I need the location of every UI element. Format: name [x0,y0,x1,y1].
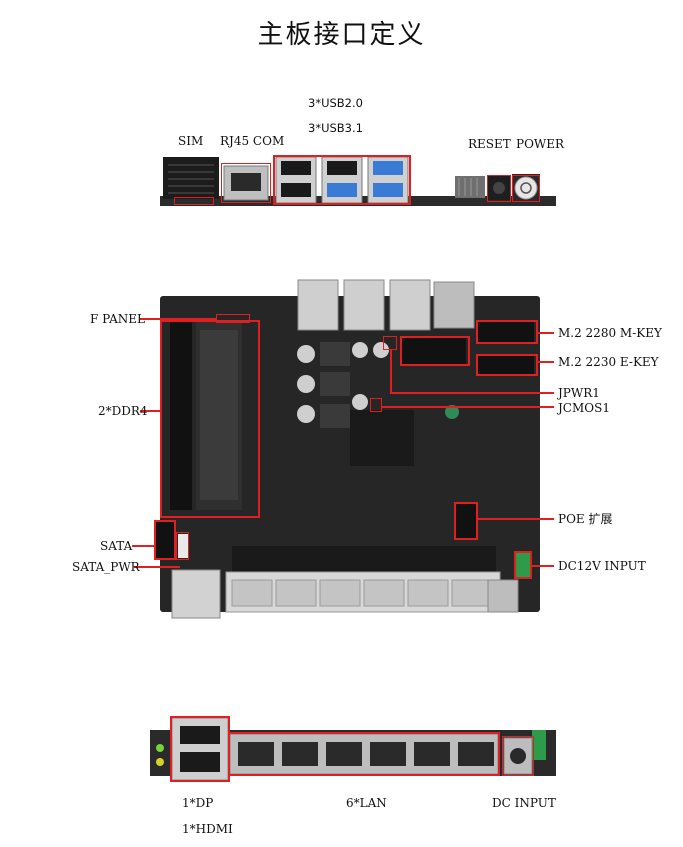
poe-leader [478,518,554,520]
ddr4-highlight [160,320,260,518]
usb-highlight [273,155,411,205]
sata-pwr-highlight [176,532,189,560]
jpwr1-highlight [383,336,397,350]
power-highlight [512,175,540,202]
jcmos1-label: JCMOS1 [558,401,610,415]
rj45-com-label: RJ45 COM [220,134,285,148]
sata-pwr-leader [134,566,180,568]
m2-2280-leader [538,332,554,334]
dc12v-leader [532,565,554,567]
m2-2230-leader [538,361,554,363]
m2-2230-label: M.2 2230 E-KEY [558,355,659,369]
power-label: POWER [516,137,565,151]
poe-label: POE 扩展 [558,512,613,526]
usb2-label: 3*USB2.0 [308,96,363,110]
mainboard-top-view [156,279,540,619]
top-io-panel [160,156,556,206]
dp-label: 1*DP [182,796,214,810]
dc-input-highlight [502,736,534,776]
rj45-highlight [221,163,271,203]
sata-highlight [154,520,176,560]
dc12v-label: DC12V INPUT [558,559,646,573]
sim-label: SIM [178,134,204,148]
reset-highlight [487,175,511,202]
jcmos1-highlight [370,398,382,412]
f-panel-leader [140,318,216,320]
f-panel-label: F PANEL [90,312,146,326]
m2-2280-highlight [476,320,538,344]
page-title: 主板接口定义 [257,20,426,50]
lan-highlight [228,732,500,776]
ddr4-leader [140,410,160,412]
usb3-label: 3*USB3.1 [308,121,363,135]
sata-leader [132,545,154,547]
jpwr1-leader-v [390,350,392,392]
m2-2230-highlight [400,336,470,366]
sata-pwr-label: SATA_PWR [72,560,140,574]
dc-input-label: DC INPUT [492,796,556,810]
jpwr1-label: JPWR1 [558,386,600,400]
reset-label: RESET [468,137,511,151]
hdmi-label: 1*HDMI [182,822,233,836]
poe-highlight [454,502,478,540]
sim-highlight [174,197,214,205]
bottom-io-panel [150,717,556,781]
m2-2280-label: M.2 2280 M-KEY [558,326,662,340]
lan-label: 6*LAN [346,796,387,810]
jpwr1-leader-h [390,392,554,394]
f-panel-highlight [216,314,250,323]
sata-label: SATA [100,539,133,553]
ddr4-label: 2*DDR4 [98,404,148,418]
dp-hdmi-highlight [170,716,230,782]
m2-2230-e-highlight [476,354,538,376]
jcmos1-leader [382,406,554,408]
dc12v-highlight [514,551,532,579]
